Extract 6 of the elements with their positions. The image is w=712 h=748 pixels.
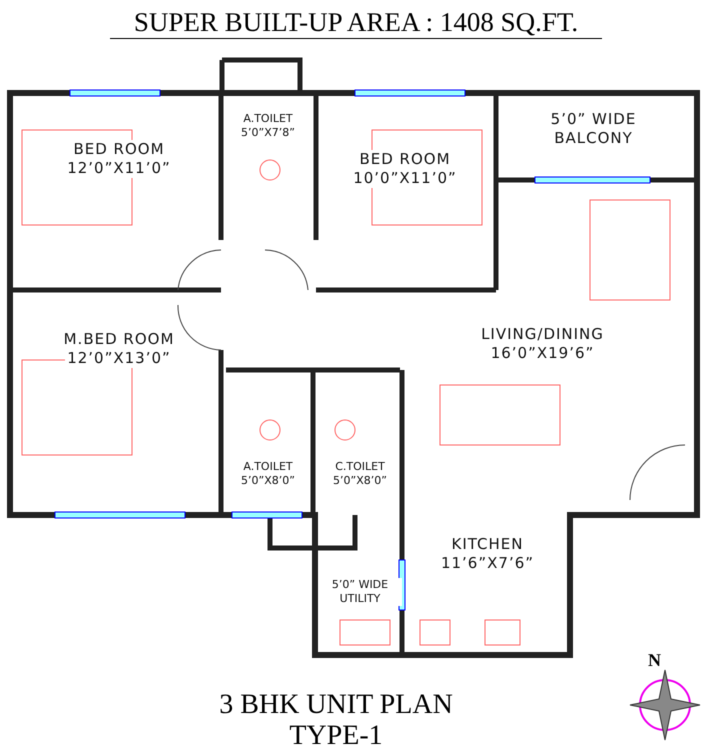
- plan-caption: 3 BHK UNIT PLAN TYPE-1: [218, 690, 454, 748]
- room-dimensions: 5’0”X7’8”: [239, 126, 297, 140]
- plan-title: SUPER BUILT-UP AREA : 1408 SQ.FT.: [110, 8, 602, 39]
- room-dimensions: 5’0”X8’0”: [239, 474, 297, 488]
- north-label: N: [648, 650, 661, 671]
- room-dimensions: 5’0”X8’0”: [331, 474, 389, 488]
